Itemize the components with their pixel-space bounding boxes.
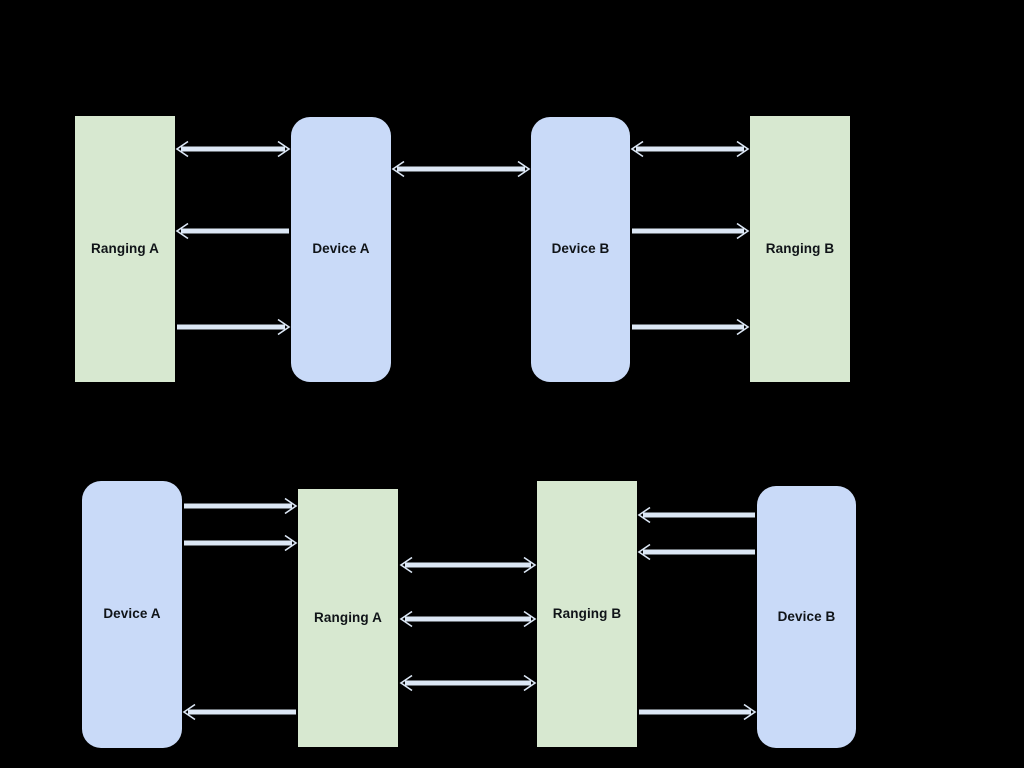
arrowhead-right-icon [736, 222, 750, 240]
node-bot-ranging-b[interactable]: Ranging B [537, 481, 637, 747]
node-label: Device B [551, 241, 610, 257]
node-bot-device-a[interactable]: Device A [82, 481, 182, 748]
arrow-right [632, 222, 750, 240]
arrowhead-right-icon [736, 318, 750, 336]
arrow-both [399, 674, 537, 692]
arrowhead-right-icon [523, 610, 537, 628]
node-label: Ranging A [91, 240, 159, 256]
node-bot-device-b[interactable]: Device B [757, 486, 856, 748]
arrow-right [184, 534, 298, 552]
arrow-left [182, 703, 296, 721]
node-label: Ranging B [765, 240, 835, 256]
arrow-right [639, 703, 757, 721]
arrowhead-right-icon [284, 497, 298, 515]
node-label: Device A [312, 241, 370, 257]
arrowhead-right-icon [517, 160, 531, 178]
arrowhead-left-icon [175, 222, 189, 240]
node-label: Device A [103, 606, 161, 622]
arrow-left [637, 506, 755, 524]
arrowhead-left-icon [182, 703, 196, 721]
arrow-both [399, 610, 537, 628]
arrowhead-left-icon [399, 556, 413, 574]
arrow-right [632, 318, 750, 336]
node-bot-ranging-a[interactable]: Ranging A [298, 489, 398, 747]
arrowhead-left-icon [637, 543, 651, 561]
arrowhead-left-icon [630, 140, 644, 158]
arrow-right [184, 497, 298, 515]
node-label: Device B [777, 608, 836, 624]
arrowhead-right-icon [523, 674, 537, 692]
arrow-left [637, 543, 755, 561]
arrowhead-right-icon [277, 318, 291, 336]
arrowhead-right-icon [284, 534, 298, 552]
arrow-both [630, 140, 750, 158]
node-top-ranging-b[interactable]: Ranging B [750, 116, 850, 382]
arrowhead-left-icon [637, 506, 651, 524]
arrowhead-left-icon [399, 610, 413, 628]
arrow-both [391, 160, 531, 178]
node-label: Ranging A [314, 609, 382, 625]
arrow-both [399, 556, 537, 574]
arrow-right [177, 318, 291, 336]
node-top-ranging-a[interactable]: Ranging A [75, 116, 175, 382]
arrow-left [175, 222, 289, 240]
arrow-both [175, 140, 291, 158]
arrowhead-left-icon [399, 674, 413, 692]
node-label: Ranging B [552, 605, 622, 621]
arrowhead-right-icon [736, 140, 750, 158]
node-top-device-b[interactable]: Device B [531, 117, 630, 382]
node-top-device-a[interactable]: Device A [291, 117, 391, 382]
arrowhead-right-icon [277, 140, 291, 158]
arrowhead-right-icon [743, 703, 757, 721]
arrowhead-right-icon [523, 556, 537, 574]
arrowhead-left-icon [175, 140, 189, 158]
arrowhead-left-icon [391, 160, 405, 178]
